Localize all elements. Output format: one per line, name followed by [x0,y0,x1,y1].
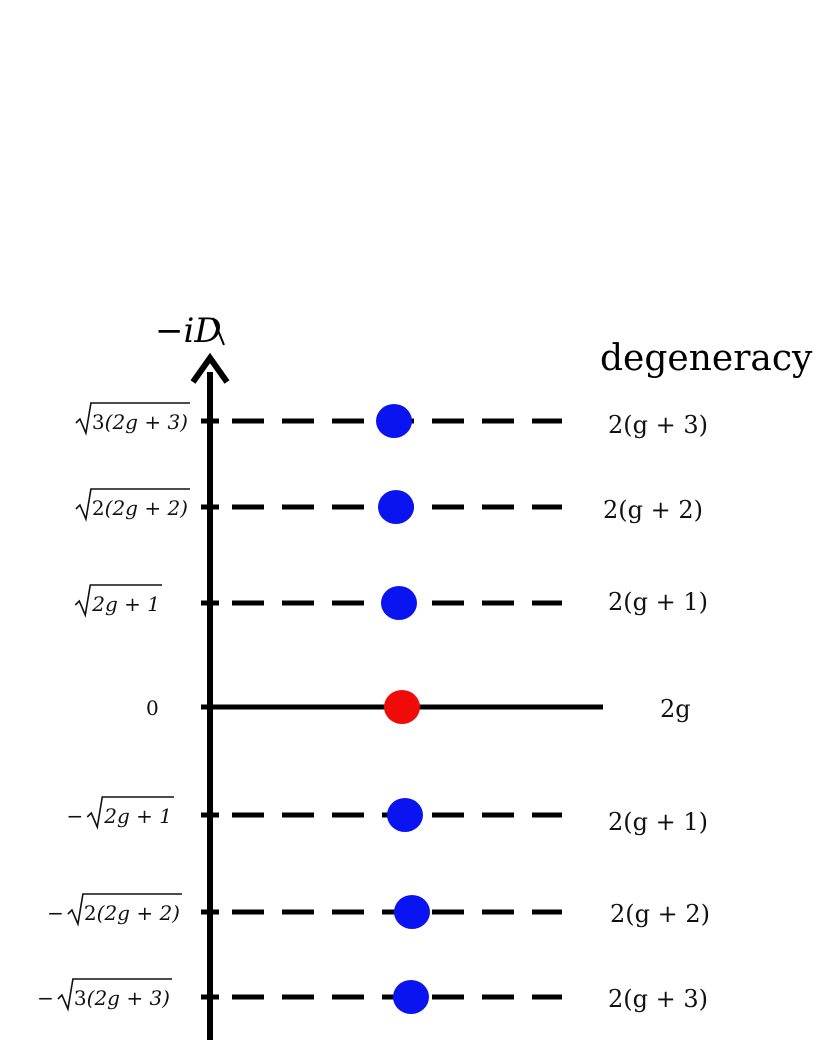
radical-sign [75,488,190,522]
level-label: 2g + 1 [74,584,162,618]
level-m3: 3(2g + 3)−2(g + 3) [37,978,708,1014]
level-p1: 2g + 1 2(g + 1) [74,584,708,620]
axis-label-operator: D [193,311,221,351]
radical-sign [57,978,172,1012]
degeneracy-label: 2(g + 2) [603,496,703,524]
degeneracy-label: 2g [660,695,691,723]
radical-sign [75,402,190,436]
level-label-radicand-expr: 2g + 1 [103,804,172,828]
level-m1: 2g + 1− 2(g + 1) [67,796,708,836]
axis-label-slash [212,317,225,346]
level-label-radicand: 2g + 1 [91,592,160,616]
degeneracy-label: 2(g + 1) [608,588,708,616]
degeneracy-label: 2(g + 3) [608,411,708,439]
level-label-coef: 2 [92,496,105,520]
level-label-radicand-expr: (2g + 2) [105,496,188,520]
axis-arrowhead [190,352,230,384]
level-label-sign: − [37,986,54,1010]
level-z0: 0 2g [146,690,691,724]
zero-mode-dot [384,690,420,724]
level-label: 3(2g + 3)− [37,978,172,1012]
level-label-radicand: 2(2g + 2) [84,901,180,925]
level-label: 2(2g + 2) [75,488,190,522]
level-label-coef: 3 [92,410,105,434]
level-label-coef: 2 [84,901,97,925]
level-dot [387,798,423,832]
level-label-sign: − [47,901,64,925]
level-label-radicand: 2g + 1 [103,804,172,828]
level-m2: 2(2g + 2)−2(g + 2) [47,893,710,929]
level-label: 2(2g + 2)− [47,893,182,927]
level-dot [393,980,429,1014]
degeneracy-label: 2(g + 1) [608,808,708,836]
radical-sign [67,893,182,927]
degeneracy-title: degeneracy [600,338,813,379]
level-dot [378,490,414,524]
level-label: 3(2g + 3) [75,402,190,436]
level-dot [376,404,412,438]
radical-sign [86,796,174,830]
level-label-radicand-expr: (2g + 2) [97,901,180,925]
level-label-radicand-expr: (2g + 3) [105,410,188,434]
axis-label: −iD [155,311,222,351]
level-dot [394,895,430,929]
level-label-radicand: 3(2g + 3) [74,986,170,1010]
level-label-radicand-expr: (2g + 3) [87,986,170,1010]
level-label-coef: 3 [74,986,87,1010]
level-label: 0 [146,696,159,720]
level-label-sign: − [67,804,84,828]
energy-levels: 3(2g + 3)2(g + 3)2(2g + 2)2(g + 2)2g + 1… [37,402,710,1014]
degeneracy-label: 2(g + 2) [610,900,710,928]
level-dot [381,586,417,620]
level-p2: 2(2g + 2) 2(g + 2) [75,488,703,524]
level-label-radicand: 3(2g + 3) [92,410,188,434]
degeneracy-label: 2(g + 3) [608,985,708,1013]
level-label-radicand-expr: 2g + 1 [91,592,160,616]
axis-label-prefix: −i [155,311,194,351]
level-label: 2g + 1− [67,796,174,830]
level-p3: 3(2g + 3) 2(g + 3) [75,402,708,439]
radical-sign [74,584,162,618]
level-label-radicand: 2(2g + 2) [92,496,188,520]
